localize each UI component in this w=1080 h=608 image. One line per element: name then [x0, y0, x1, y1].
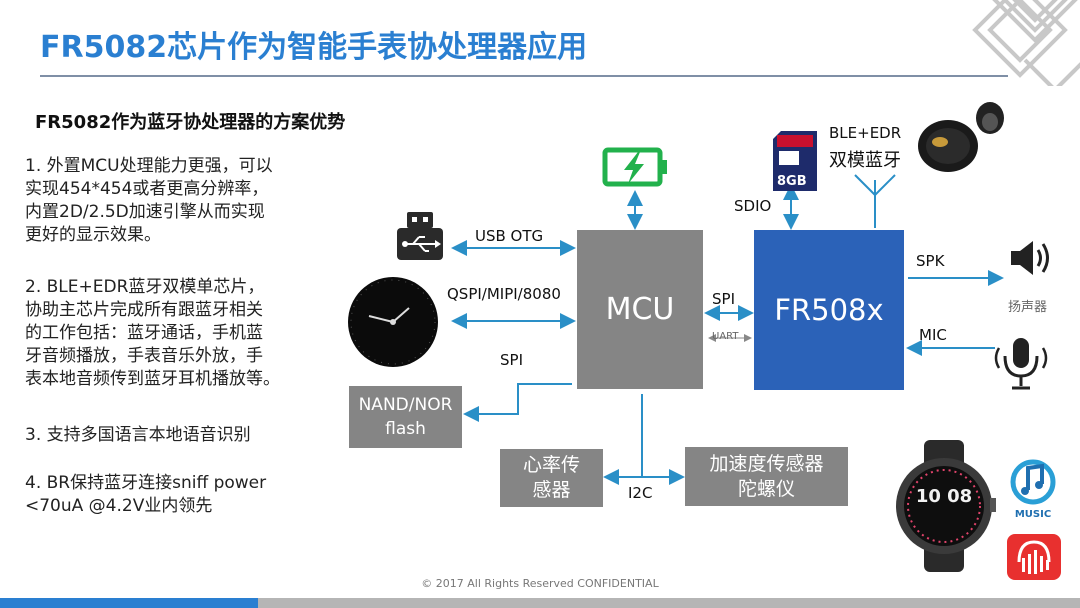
antenna-icon — [854, 174, 896, 228]
title-divider — [40, 75, 1008, 77]
advantages-heading: FR5082作为蓝牙协处理器的方案优势 — [35, 112, 346, 133]
usb-drive-icon — [397, 212, 443, 260]
spi-label: SPI — [712, 290, 735, 308]
earbuds-icon — [918, 102, 1004, 172]
sdio-label: SDIO — [734, 197, 772, 215]
speaker-label: 扬声器 — [1008, 300, 1048, 315]
heart-rate-sensor-block: 心率传感器 — [500, 449, 603, 507]
footer-bar-accent — [0, 598, 258, 608]
flash-spi-arrow — [463, 383, 572, 422]
sd-card-size: 8GB — [777, 174, 807, 189]
speaker-icon — [1011, 241, 1049, 275]
ble-edr-label: BLE+EDR — [829, 124, 902, 142]
footer-bar — [258, 598, 1080, 608]
music-app-label: MUSIC — [1015, 509, 1051, 520]
mcu-block: MCU — [577, 230, 703, 389]
microphone-icon — [994, 338, 1048, 390]
mic-label: MIC — [919, 326, 947, 344]
battery-charging-icon — [602, 147, 667, 187]
flash-spi-label: SPI — [500, 351, 523, 369]
company-logo-icon — [972, 0, 1080, 86]
copyright-text: © 2017 All Rights Reserved CONFIDENTIAL — [421, 577, 659, 590]
music-app-icon: MUSIC — [1004, 454, 1062, 524]
dual-mode-bt-label: 双模蓝牙 — [829, 150, 901, 171]
audio-app-icon — [1007, 534, 1061, 580]
fr508x-block: FR508x — [754, 230, 904, 390]
smartwatch-icon: 10 08 — [896, 440, 996, 572]
watch-display-icon — [348, 277, 438, 367]
advantage-point-2: 2. BLE+EDR蓝牙双模单芯片， 协助主芯片完成所有跟蓝牙相关 的工作包括：… — [25, 277, 280, 389]
spk-label: SPK — [916, 252, 945, 270]
advantage-point-3: 3. 支持多国语言本地语音识别 — [25, 425, 251, 445]
accel-gyro-block: 加速度传感器陀螺仪 — [685, 447, 848, 506]
sd-card-icon: 8GB — [773, 131, 817, 191]
advantage-point-4: 4. BR保持蓝牙连接sniff power <70uA @4.2V业内领先 — [25, 473, 267, 516]
i2c-label: I2C — [628, 484, 653, 502]
page-title: FR5082芯片作为智能手表协处理器应用 — [40, 30, 588, 65]
advantage-point-1: 1. 外置MCU处理能力更强，可以 实现454*454或者更高分辨率， 内置2D… — [25, 156, 273, 245]
watch-time: 10 08 — [916, 486, 972, 507]
usb-otg-label: USB OTG — [475, 227, 544, 245]
display-interface-label: QSPI/MIPI/8080 — [447, 285, 561, 303]
uart-label: UART — [712, 331, 739, 342]
